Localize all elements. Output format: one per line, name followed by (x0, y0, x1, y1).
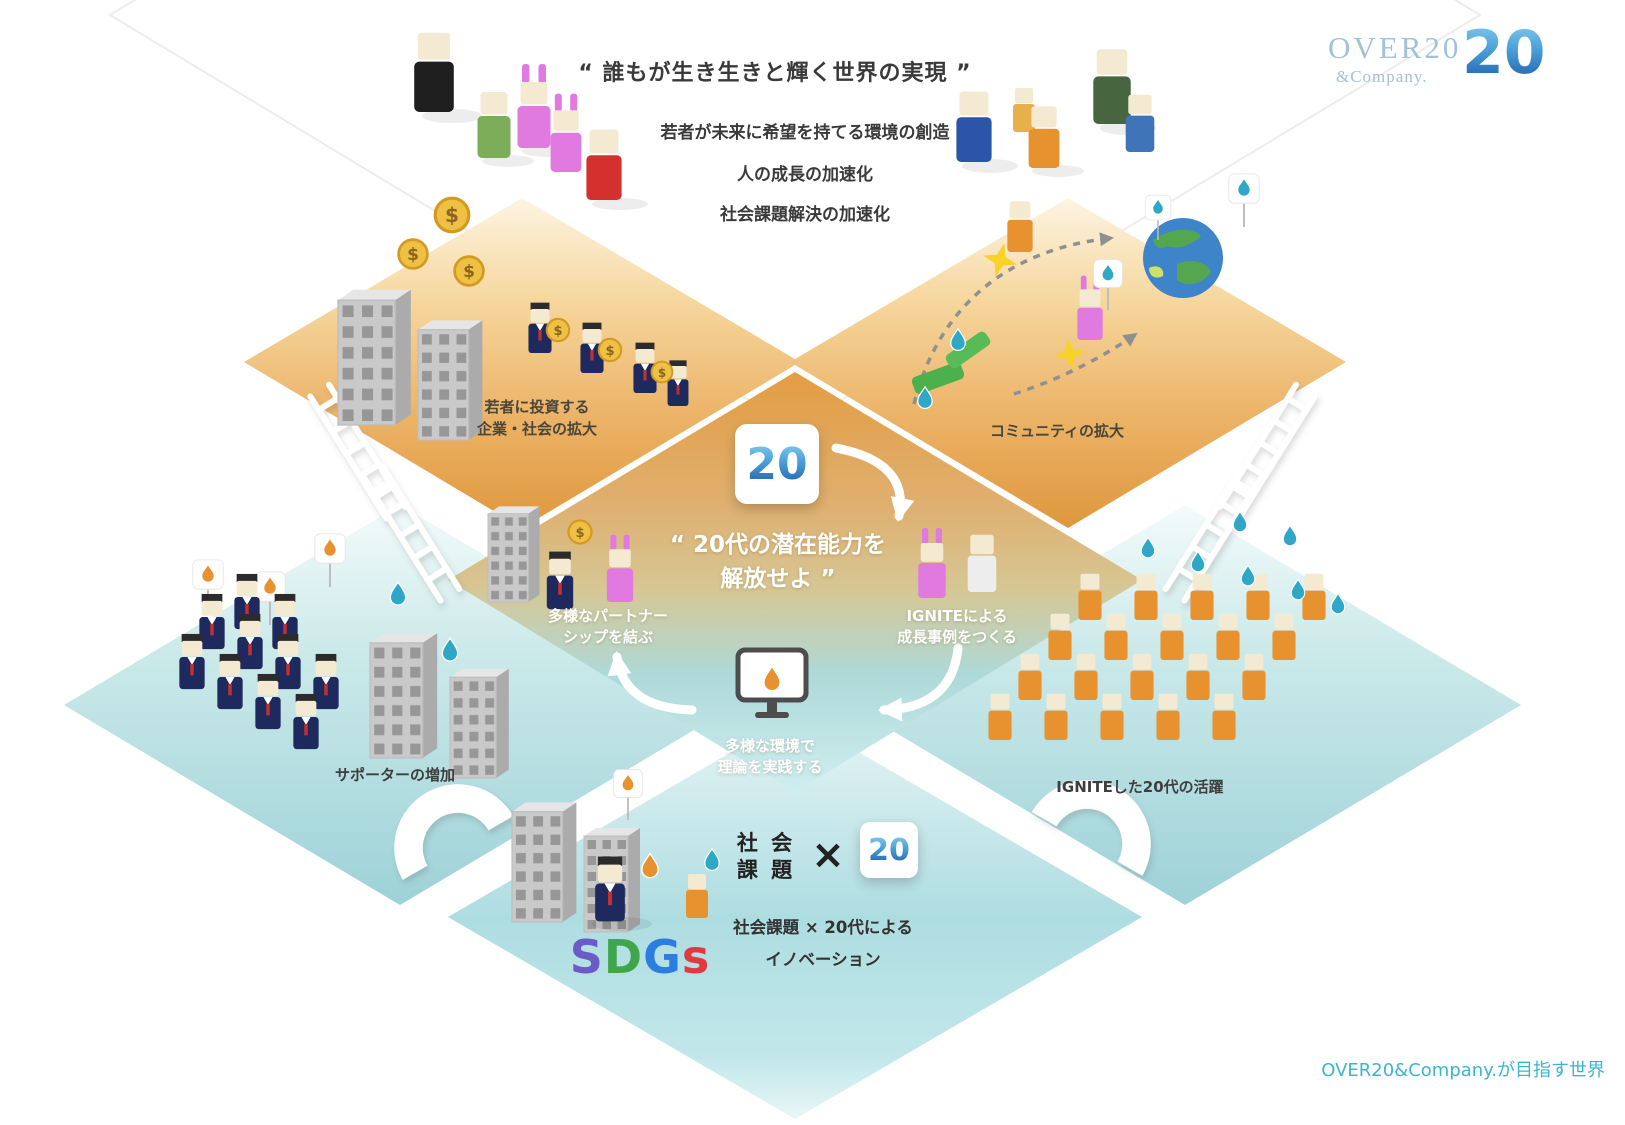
center-20-badge: 20 (735, 424, 819, 504)
dollar-text: $ (463, 262, 475, 282)
logo-20-badge: 20 (1462, 18, 1546, 88)
times-symbol: × (811, 832, 845, 878)
label-innovation-line2: イノベーション (765, 950, 881, 969)
cycle-arrow (878, 643, 963, 722)
social-issue-top: 社 会 (736, 831, 796, 855)
person-icon (586, 129, 622, 200)
footer-caption: OVER20&Company.が目指す世界 (1321, 1060, 1605, 1081)
innovation-20-text: 20 (868, 832, 910, 868)
label-ignite-line1: IGNITEによる (906, 607, 1008, 625)
person-icon (414, 32, 454, 112)
logo-suffix: &Company. (1336, 67, 1428, 86)
dashed-arrow-icon (912, 232, 1114, 405)
label-partnership-line2: シップを結ぶ (562, 628, 654, 646)
building-icon (487, 505, 540, 603)
person-icon (1125, 94, 1155, 152)
label-investors-line1: 若者に投資する (484, 398, 590, 416)
person-icon (1007, 201, 1033, 252)
logo-name: OVER20 (1328, 30, 1462, 65)
label-supporters: サポーターの増加 (334, 766, 456, 784)
platform-investors (244, 198, 800, 528)
businessman-icon (595, 856, 625, 922)
sdgs-text: SDGs (570, 930, 710, 984)
flag-icon (1228, 173, 1260, 228)
platform-innovation (448, 715, 1142, 1119)
label-investors-line2: 企業・社会の拡大 (476, 420, 598, 438)
building-icon (337, 289, 412, 426)
figures-top-right (956, 49, 1156, 177)
investors-scene: $ $ $ $ $ $ (337, 196, 689, 441)
label-innovation: 社会課題 × 20代による イノベーション (733, 916, 913, 972)
center-quote-line2: 解放せよ ” (720, 566, 836, 592)
innovation-scene (511, 769, 720, 933)
vision-quote: “ 誰もが生き生きと輝く世界の実現 ” (578, 61, 972, 86)
label-ignite-line2: 成長事例をつくる (897, 628, 1017, 646)
person-icon (1028, 106, 1060, 168)
label-investors: 若者に投資する 企業・社会の拡大 (477, 396, 597, 440)
label-practice-line2: 理論を実践する (717, 758, 823, 776)
sdgs-letter: D (603, 930, 644, 984)
center-quote-line1: “ 20代の潜在能力を (669, 532, 887, 558)
growth-arrows (912, 232, 1138, 405)
label-community: コミュニティの拡大 (989, 422, 1125, 440)
person-icon (967, 534, 997, 592)
dollar-text: $ (445, 203, 459, 227)
label-ignite: IGNITEによる 成長事例をつくる (897, 606, 1017, 648)
globe-icon (1143, 218, 1223, 298)
center-scene: $ (487, 443, 997, 722)
dollar-text: $ (658, 366, 666, 380)
community-scene (911, 173, 1260, 409)
label-partnership-line1: 多様なパートナー (547, 607, 669, 625)
building-icon (449, 668, 510, 779)
cycle-arrow (831, 443, 915, 522)
label-practice-line1: 多様な環境で (724, 737, 816, 755)
dollar-text: $ (575, 526, 584, 541)
sdgs-letter: s (681, 930, 711, 984)
building-icon (369, 632, 438, 759)
dollar-text: $ (605, 344, 614, 359)
company-logo: OVER20 &Company. (1328, 30, 1461, 87)
green-block-icon (945, 331, 991, 369)
building-icon (511, 801, 577, 923)
social-issue-text: 社 会 課 題 (737, 830, 795, 884)
sdgs-letter: G (643, 930, 682, 984)
person-icon (1093, 49, 1131, 124)
platform-center (448, 372, 1142, 792)
vision-point: 人の成長の加速化 (737, 165, 873, 185)
cycle-arrows (607, 443, 963, 722)
dashed-arrow-icon (1013, 332, 1138, 396)
dollar-text: $ (553, 324, 562, 339)
center-20-text: 20 (746, 438, 808, 490)
vision-point: 社会課題解決の加速化 (720, 205, 890, 225)
label-practice: 多様な環境で 理論を実践する (717, 736, 822, 778)
label-partnership: 多様なパートナー シップを結ぶ (548, 606, 668, 648)
label-ignited: IGNITEした20代の活躍 (1056, 778, 1224, 796)
center-quote: “ 20代の潜在能力を 解放せよ ” (670, 528, 886, 596)
cycle-arrow (607, 651, 697, 715)
person-icon (477, 92, 511, 158)
person-icon (686, 874, 708, 918)
social-issue-bottom: 課 題 (736, 858, 796, 882)
label-innovation-line1: 社会課題 × 20代による (733, 918, 913, 937)
innovation-20-badge: 20 (860, 822, 918, 878)
businessman-icon (546, 551, 574, 610)
green-block-icon (911, 362, 965, 394)
person-icon (956, 91, 992, 162)
figures-top-left (414, 32, 648, 210)
sdgs-letter: S (569, 930, 604, 984)
dollar-text: $ (407, 245, 419, 265)
building-icon (417, 319, 483, 441)
vision-point: 若者が未来に希望を持てる環境の創造 (660, 123, 950, 143)
